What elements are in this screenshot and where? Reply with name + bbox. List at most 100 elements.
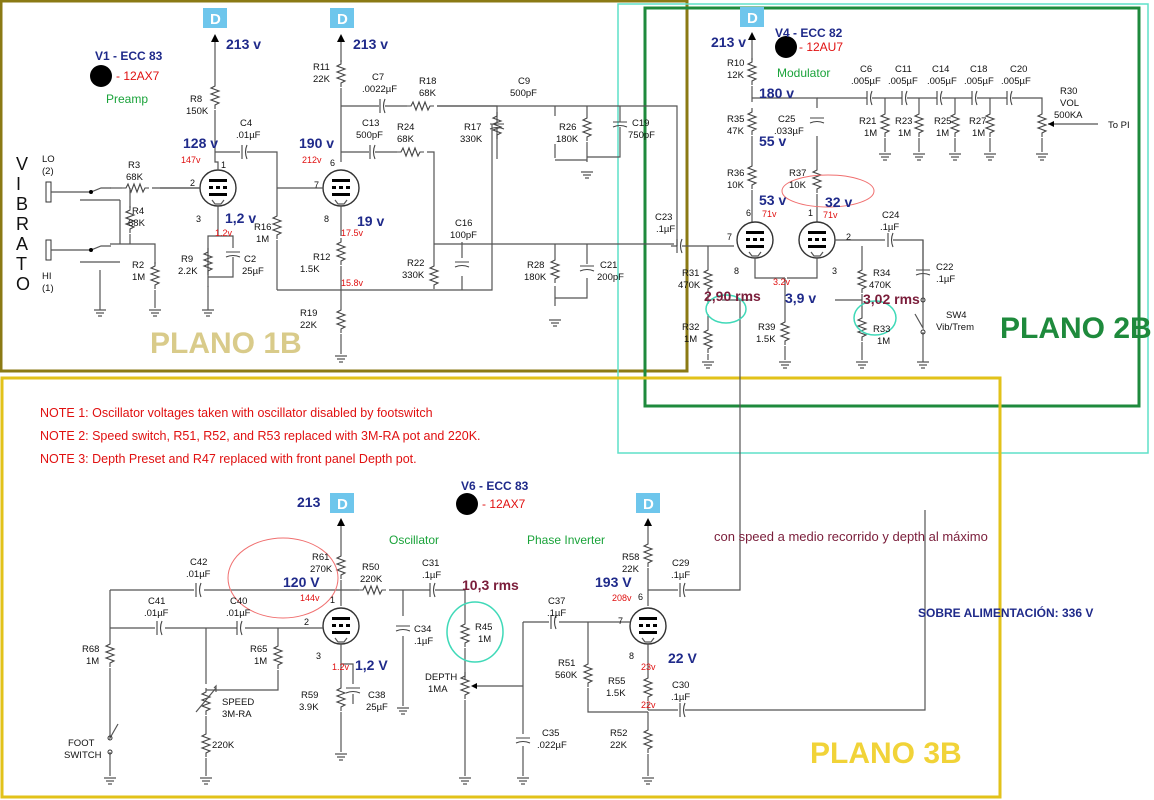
component-value: 1.5K xyxy=(300,264,320,275)
tube-marker-v1 xyxy=(90,65,112,87)
pin-label: 1 xyxy=(221,160,226,170)
component-value: 3.9K xyxy=(299,702,319,713)
component-label: C35 xyxy=(542,728,559,739)
component-label: C9 xyxy=(518,76,530,87)
component-value: 68K xyxy=(126,172,144,183)
component-label: R17 xyxy=(464,122,481,133)
voltage-label: 3,9 v xyxy=(785,290,816,306)
component-label: R9 xyxy=(181,254,193,265)
component-label: C6 xyxy=(860,64,872,75)
component-value: 500pF xyxy=(356,130,383,141)
component-label: R50 xyxy=(362,562,379,573)
vibrato-vertical-label: V I B R A T O xyxy=(16,154,30,294)
component-label: R23 xyxy=(895,116,912,127)
component-label: C14 xyxy=(932,64,949,75)
voltage-label: 213 v xyxy=(711,34,746,50)
rms-label: 3,02 rms xyxy=(863,291,920,307)
footswitch-label-2: SWITCH xyxy=(64,750,102,761)
plano-3b-frame xyxy=(0,376,1002,799)
component-value: 470K xyxy=(678,280,701,291)
supply-d-box-2 xyxy=(330,8,354,28)
component-label: R19 xyxy=(300,308,317,319)
preamp-circuit: D D xyxy=(45,8,678,363)
component-value: .005µF xyxy=(964,76,994,87)
component-value: 25µF xyxy=(366,702,388,713)
pin-label: 6 xyxy=(746,208,751,218)
component-label: R22 xyxy=(407,258,424,269)
vibrato-letter: B xyxy=(16,194,28,214)
component-value: 12K xyxy=(727,70,745,81)
component-label: C31 xyxy=(422,558,439,569)
plano-cyan-frame xyxy=(617,3,1149,454)
highlight-ellipse-r34 xyxy=(853,300,897,336)
component-label: C29 xyxy=(672,558,689,569)
oscillator-circuit: D xyxy=(103,456,926,785)
pin-label: 2 xyxy=(304,617,309,627)
component-value: 100pF xyxy=(450,230,477,241)
tube-v1-role: Preamp xyxy=(106,92,148,106)
component-value: .005µF xyxy=(1001,76,1031,87)
component-value: .1µF xyxy=(422,570,441,581)
component-value: 1M xyxy=(132,272,145,283)
plano-2b-frame xyxy=(643,6,1141,408)
oscillator-label: Oscillator xyxy=(389,533,439,547)
component-value: 330K xyxy=(460,134,483,145)
component-label: C11 xyxy=(895,64,912,75)
component-value: .1µF xyxy=(880,222,899,233)
voltage-label: 23v xyxy=(641,662,656,672)
component-value: 68K xyxy=(397,134,415,145)
component-value: .1µF xyxy=(671,570,690,581)
component-value: 1M xyxy=(898,128,911,139)
sw4-desc: Vib/Trem xyxy=(936,322,974,333)
to-pi-label: To PI xyxy=(1108,120,1130,131)
footswitch-label-1: FOOT xyxy=(68,738,95,749)
component-label: R11 xyxy=(313,62,330,73)
voltage-label: 3.2v xyxy=(773,277,791,287)
voltage-label: 55 v xyxy=(759,133,786,149)
component-value: 560K xyxy=(555,670,578,681)
component-label: C42 xyxy=(190,557,207,568)
component-label: R3 xyxy=(128,160,140,171)
jack-hi-num: (1) xyxy=(42,283,54,294)
component-value: 1M xyxy=(972,128,985,139)
voltage-label: 19 v xyxy=(357,213,384,229)
tube-v1-type: - 12AX7 xyxy=(116,69,160,83)
overvoltage-note: SOBRE ALIMENTACIÓN: 336 V xyxy=(918,605,1093,620)
speed-label-1: SPEED xyxy=(222,697,254,708)
component-value: 10K xyxy=(727,180,745,191)
supply-d-label: D xyxy=(210,11,221,28)
component-label: R59 xyxy=(301,690,318,701)
pin-label: 3 xyxy=(196,214,201,224)
component-label: R36 xyxy=(727,168,744,179)
rms-label: 10,3 rms xyxy=(462,577,519,593)
pin-label: 1 xyxy=(330,595,335,605)
plano-2b-title: PLANO 2B xyxy=(1000,312,1152,345)
pin-label: 3 xyxy=(316,651,321,661)
component-value: .01µF xyxy=(236,130,261,141)
vibrato-letter: V xyxy=(16,154,28,174)
supply-d-box-5 xyxy=(636,493,660,513)
component-value: 1M xyxy=(254,656,267,667)
component-label: R2 xyxy=(132,260,144,271)
plano-1b-title: PLANO 1B xyxy=(150,327,302,360)
component-label: C30 xyxy=(672,680,689,691)
component-label: R52 xyxy=(610,728,627,739)
supply-d-label: D xyxy=(643,496,654,513)
highlight-ellipse-r37 xyxy=(781,174,875,208)
component-label: C25 xyxy=(778,114,795,125)
tube-v4-role: Modulator xyxy=(777,66,830,80)
component-label: R10 xyxy=(727,58,744,69)
modulator-circuit: D xyxy=(671,7,1098,456)
component-label: R65 xyxy=(250,644,267,655)
tube-marker-v4 xyxy=(775,36,797,58)
component-value: .005µF xyxy=(851,76,881,87)
component-label: R68 xyxy=(82,644,99,655)
jack-hi-label: HI xyxy=(42,271,52,282)
rms-label: 2,90 rms xyxy=(704,288,761,304)
component-label: C19 xyxy=(632,118,649,129)
component-value: 22K xyxy=(610,740,628,751)
component-value: 1M xyxy=(86,656,99,667)
notes-block: NOTE 1: Oscillator voltages taken with o… xyxy=(40,406,481,466)
note-3: NOTE 3: Depth Preset and R47 replaced wi… xyxy=(40,452,417,466)
voltage-label: 128 v xyxy=(183,135,218,151)
